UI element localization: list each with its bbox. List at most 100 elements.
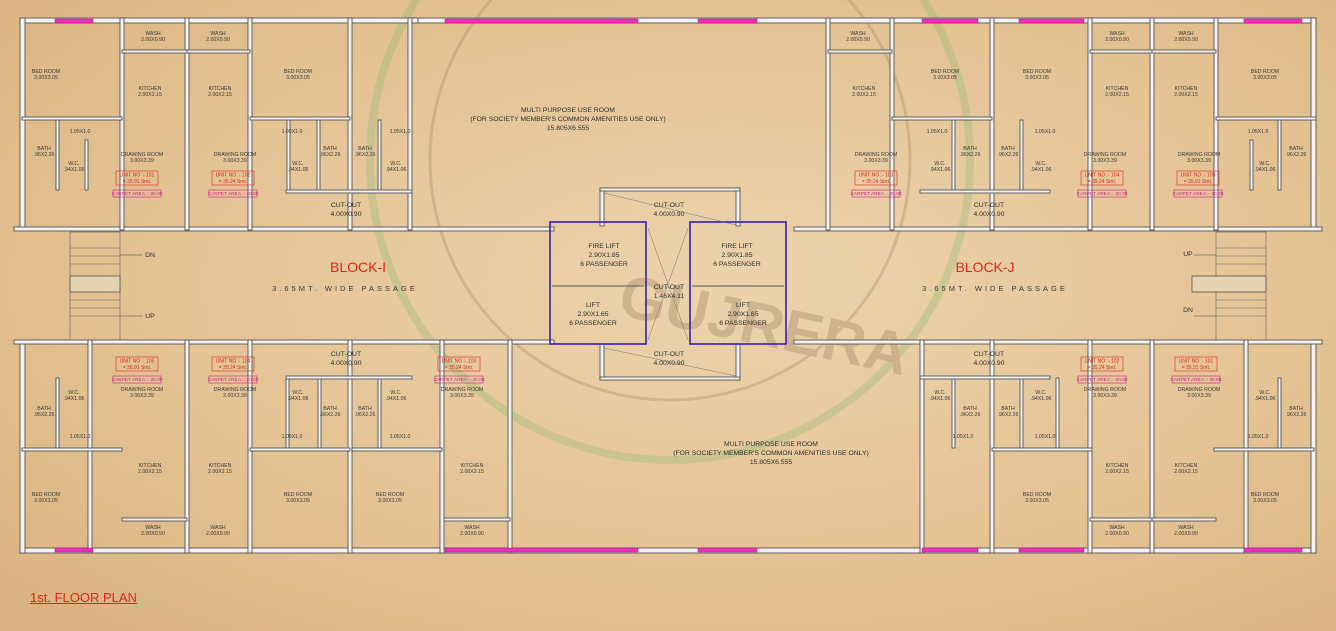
window <box>697 547 758 553</box>
bath-size: .96X2.26 <box>355 412 376 418</box>
multipurpose-room-name: MULTI PURPOSE USE ROOM <box>724 441 818 448</box>
passage-size-label: 1.05X1.0 <box>927 129 948 135</box>
multipurpose-room-note: (FOR SOCIETY MEMBER'S COMMON AMENITIES U… <box>673 450 869 457</box>
cutout-name: CUT-OUT <box>331 351 361 358</box>
window <box>444 547 639 553</box>
bed-size: 3.00X3.05 <box>1253 75 1277 81</box>
central-core <box>549 187 787 381</box>
wash-name: WASH <box>1178 31 1194 37</box>
unit-tag-box <box>437 356 481 372</box>
wc-name: W.C. <box>1035 161 1046 167</box>
drawing-name: DRAWING ROOM <box>214 387 256 393</box>
cutout-name: CUT-OUT <box>654 351 684 358</box>
bed-size: 3.00X3.05 <box>1025 75 1049 81</box>
bath-size: .96X2.26 <box>1286 152 1307 158</box>
window <box>54 547 94 553</box>
unit-number: UNIT NO :- 102 <box>1085 359 1120 365</box>
fire-lift-capacity: 6 PASSENGER <box>580 261 628 268</box>
lift-shaft-right <box>689 221 787 345</box>
wc-size: .94X1.06 <box>1255 167 1276 173</box>
carpet-area-box <box>1077 375 1127 384</box>
wash-size: 2.00X0.90 <box>846 37 870 43</box>
fire-lift-size: 2.90X1.85 <box>589 252 620 259</box>
kitchen-name: KITCHEN <box>1175 86 1198 92</box>
kitchen-size: 2.00X2.15 <box>138 469 162 475</box>
unit-tag-box <box>1080 356 1124 372</box>
bed-name: BED ROOM <box>1251 492 1279 498</box>
unit-tag-box <box>1176 170 1220 186</box>
wc-name: W.C. <box>68 161 79 167</box>
block-label: BLOCK-J <box>955 259 1014 275</box>
carpet-area-box <box>851 189 901 198</box>
carpet-area-label: CARPET AREA :- 30.00 <box>851 191 902 197</box>
fire-lift-name: FIRE LIFT <box>588 243 619 250</box>
drawing-name: DRAWING ROOM <box>1178 152 1220 158</box>
cutout-size: 4.00X0.90 <box>974 360 1005 367</box>
unit-number: UNIT NO :- 101 <box>120 173 155 179</box>
window <box>921 547 979 553</box>
multipurpose-room-name: MULTI PURPOSE USE ROOM <box>521 107 615 114</box>
bath-size: .96X2.26 <box>34 412 55 418</box>
cutout-name: CUT-OUT <box>974 351 1004 358</box>
unit-area: = 35.91 Smt. <box>1182 365 1211 371</box>
drawing-size: 3.00X3.39 <box>1093 393 1117 399</box>
carpet-area-box <box>208 375 258 384</box>
bed-size: 3.00X3.05 <box>1253 498 1277 504</box>
bath-name: BATH <box>37 146 51 152</box>
wash-size: 2.00X0.90 <box>1174 531 1198 537</box>
bath-size: .96X2.26 <box>320 412 341 418</box>
cutout-size: 4.00X0.90 <box>974 211 1005 218</box>
kitchen-name: KITCHEN <box>853 86 876 92</box>
unit-tag-box <box>115 356 159 372</box>
wash-name: WASH <box>850 31 866 37</box>
unit-number: UNIT NO :- 103 <box>442 359 477 365</box>
stair-label: UP <box>145 313 155 320</box>
stair-label: DN <box>1183 307 1193 314</box>
unit-area: = 35.24 Smt. <box>219 365 248 371</box>
drawing-name: DRAWING ROOM <box>855 152 897 158</box>
window <box>1243 547 1303 553</box>
drawing-size: 3.00X3.39 <box>1187 158 1211 164</box>
bed-size: 3.00X3.05 <box>933 75 957 81</box>
multipurpose-room-note: (FOR SOCIETY MEMBER'S COMMON AMENITIES U… <box>470 116 666 123</box>
wash-name: WASH <box>1109 31 1125 37</box>
wash-name: WASH <box>464 525 480 531</box>
unit-number: UNIT NO :- 104 <box>1085 173 1120 179</box>
bed-name: BED ROOM <box>284 69 312 75</box>
unit-tag-box <box>1174 356 1218 372</box>
bath-size: .96X2.26 <box>998 152 1019 158</box>
drawing-name: DRAWING ROOM <box>1084 152 1126 158</box>
lift-capacity: 6 PASSENGER <box>569 320 617 327</box>
drawing-name: DRAWING ROOM <box>214 152 256 158</box>
passage-size-label: 1.05X1.0 <box>282 434 303 440</box>
partition-walls <box>21 17 1317 554</box>
wc-size: .94X1.06 <box>64 396 85 402</box>
bath-size: .96X2.26 <box>1286 412 1307 418</box>
cutout-name: CUT-OUT <box>654 284 684 291</box>
carpet-area-label: CARPET AREA :- 30.00 <box>1077 377 1128 383</box>
kitchen-size: 2.00X2.15 <box>1105 469 1129 475</box>
passage-size-label: 1.05X1.0 <box>1035 434 1056 440</box>
kitchen-size: 2.00X2.15 <box>138 92 162 98</box>
wash-size: 2.00X0.90 <box>206 37 230 43</box>
passage-size-label: 1.05X1.0 <box>70 434 91 440</box>
bed-name: BED ROOM <box>284 492 312 498</box>
wc-name: W.C. <box>934 161 945 167</box>
drawing-name: DRAWING ROOM <box>1084 387 1126 393</box>
passage-size-label: 1.05X1.0 <box>1035 129 1056 135</box>
passage-size-label: 1.05X1.0 <box>70 129 91 135</box>
bed-name: BED ROOM <box>931 69 959 75</box>
staircase-left <box>69 231 142 341</box>
bath-size: .96X2.26 <box>960 412 981 418</box>
kitchen-size: 2.00X2.15 <box>208 92 232 98</box>
kitchen-name: KITCHEN <box>209 463 232 469</box>
cutout-name: CUT-OUT <box>974 202 1004 209</box>
wash-size: 2.00X0.90 <box>141 37 165 43</box>
unit-area: = 35.24 Smt. <box>1088 179 1117 185</box>
kitchen-size: 2.00X2.15 <box>1174 469 1198 475</box>
unit-tag-box <box>211 356 255 372</box>
bath-name: BATH <box>323 146 337 152</box>
windows <box>54 18 1303 553</box>
